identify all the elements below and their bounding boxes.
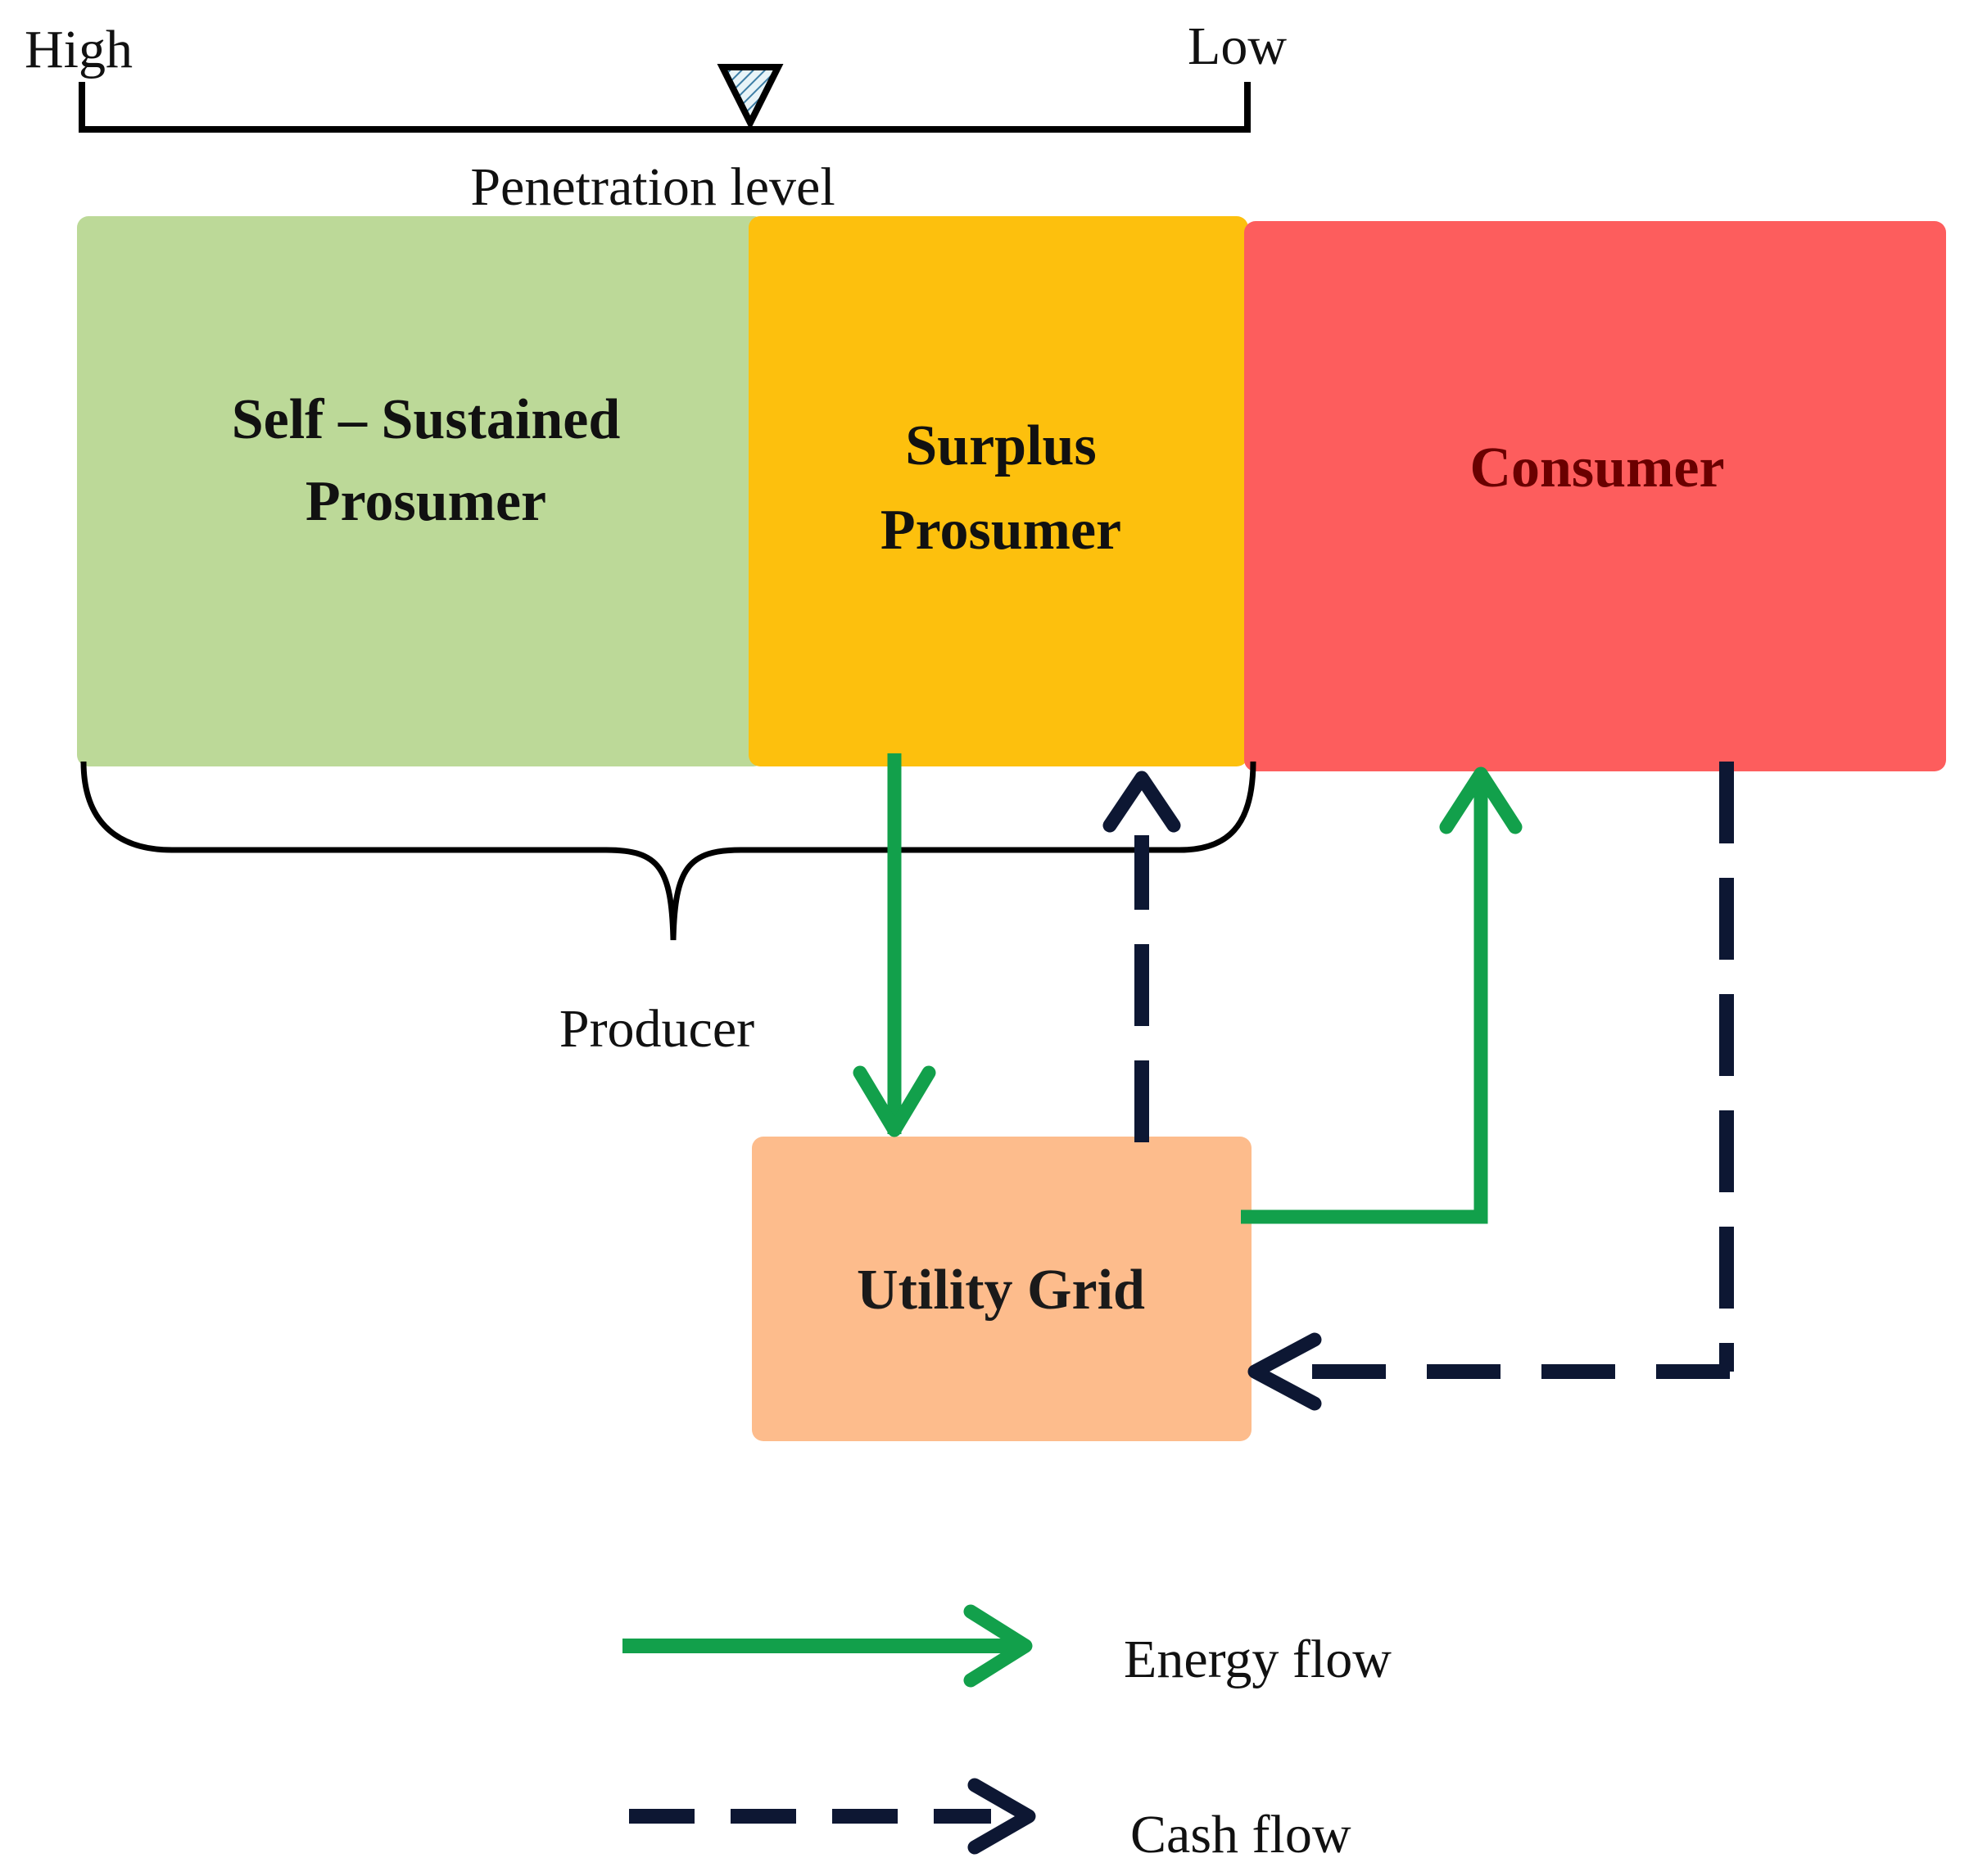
legend-cash-flow-icon	[629, 1778, 1036, 1855]
scale-title: Penetration level	[470, 157, 835, 217]
consumer-block	[1244, 221, 1946, 771]
legend-energy-flow-label: Energy flow	[1124, 1630, 1392, 1689]
surplus-label-line2: Prosumer	[880, 499, 1121, 562]
surplus-label-line1: Surplus	[905, 414, 1096, 477]
self-sustained-prosumer-block	[77, 216, 765, 766]
scale-low-label: Low	[1188, 16, 1287, 76]
energy-flow-surplus-to-grid	[853, 753, 936, 1137]
cash-flow-grid-to-surplus	[1102, 771, 1181, 1142]
scale-bracket	[79, 82, 1251, 133]
penetration-marker-icon	[717, 64, 784, 130]
legend-cash-flow-label: Cash flow	[1130, 1805, 1351, 1865]
self-sustained-label-line2: Prosumer	[306, 470, 546, 533]
utility-grid-label: Utility Grid	[857, 1259, 1145, 1322]
penetration-scale: High Low Penetration level	[25, 16, 1287, 217]
self-sustained-label-line1: Self – Sustained	[232, 388, 621, 451]
utility-grid-block	[752, 1137, 1252, 1441]
consumer-label: Consumer	[1469, 436, 1724, 500]
energy-flow-grid-to-consumer	[1241, 766, 1523, 1224]
surplus-prosumer-block	[749, 216, 1248, 766]
cash-flow-consumer-to-grid	[1247, 762, 1734, 1411]
producer-label: Producer	[559, 999, 754, 1059]
legend-energy-flow-icon	[622, 1604, 1033, 1688]
legend: Energy flow Cash flow	[622, 1604, 1392, 1865]
producer-brace	[80, 761, 1256, 941]
scale-high-label: High	[25, 20, 133, 79]
